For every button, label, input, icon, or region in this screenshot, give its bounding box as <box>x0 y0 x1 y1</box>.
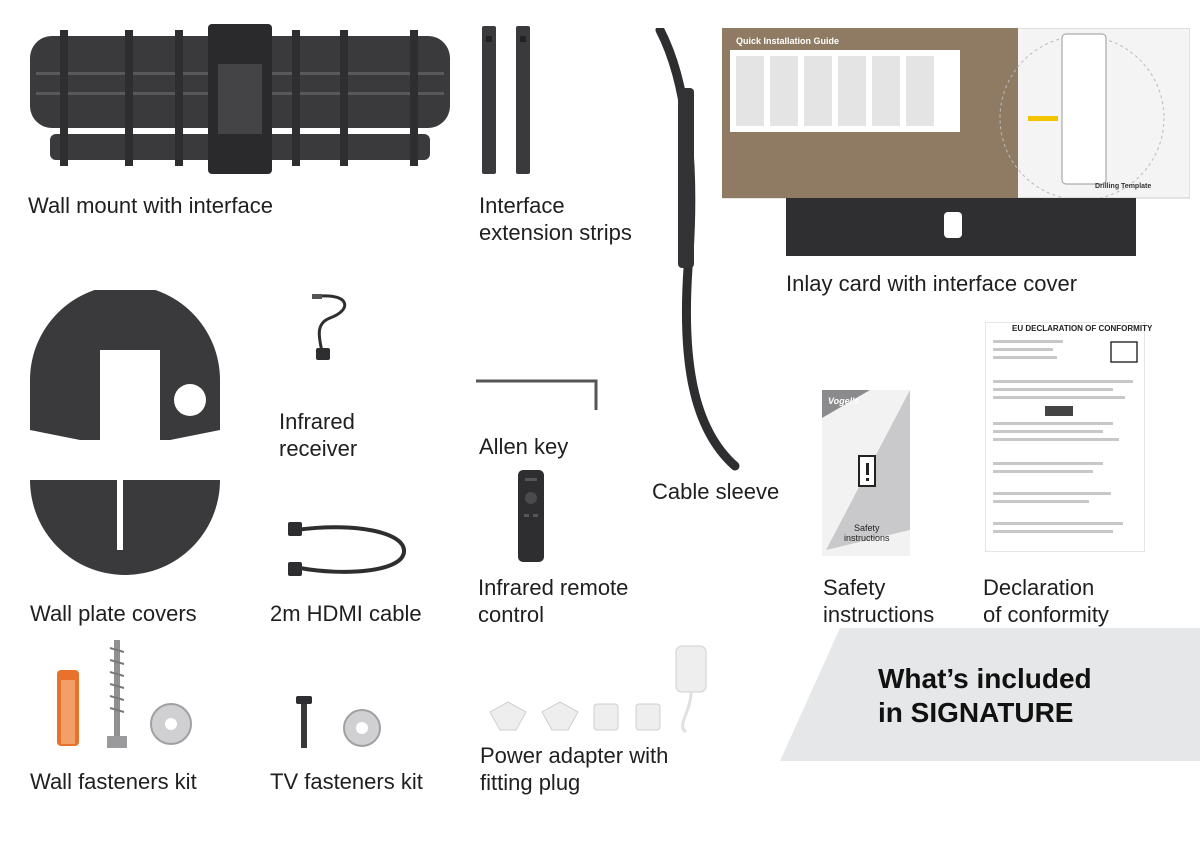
remote-control-image <box>516 470 546 562</box>
extension-strips-image <box>480 26 540 176</box>
hdmi-label: 2m HDMI cable <box>270 601 422 626</box>
wall-mount-label: Wall mount with interface <box>28 193 273 218</box>
wall-plate-covers-image <box>30 290 220 590</box>
wall-fasteners-label: Wall fasteners kit <box>30 769 197 794</box>
power-adapter-image <box>486 642 720 742</box>
power-adapter-label: Power adapter with fitting plug <box>480 743 669 795</box>
wall-plate-covers-label: Wall plate covers <box>30 601 197 626</box>
safety-label: Safety instructions <box>823 575 935 627</box>
remote-label: Infrared remote control <box>478 575 629 627</box>
drilling-template-title: Drilling Template <box>1095 183 1152 190</box>
inlay-card-image <box>722 28 1190 260</box>
safety-cover-text: Safety instructions <box>844 523 890 543</box>
ir-receiver-image <box>300 290 360 370</box>
safety-booklet-image <box>822 390 910 556</box>
banner-title: What’s included in SIGNATURE <box>878 663 1092 728</box>
wall-mount-image <box>30 24 450 184</box>
banner-background <box>780 628 1200 761</box>
brand-logo: Vogel's <box>828 396 860 406</box>
allen-key-label: Allen key <box>479 434 569 459</box>
cable-sleeve-label: Cable sleeve <box>652 479 780 504</box>
declaration-label: Declaration of conformity <box>983 575 1109 627</box>
extension-strips-label: Interface extension strips <box>479 193 632 245</box>
inlay-card-label: Inlay card with interface cover <box>786 271 1078 296</box>
cable-sleeve-image <box>650 28 750 478</box>
hdmi-cable-image <box>284 512 414 588</box>
tv-fasteners-image <box>290 692 390 752</box>
tv-fasteners-label: TV fasteners kit <box>270 769 423 794</box>
doc-title: EU DECLARATION OF CONFORMITY <box>1012 324 1153 333</box>
allen-key-image <box>472 376 604 416</box>
guide-title: Quick Installation Guide <box>736 36 840 46</box>
ir-receiver-label: Infrared receiver <box>279 409 358 461</box>
wall-fasteners-image <box>55 640 195 752</box>
declaration-document-image <box>985 322 1145 552</box>
